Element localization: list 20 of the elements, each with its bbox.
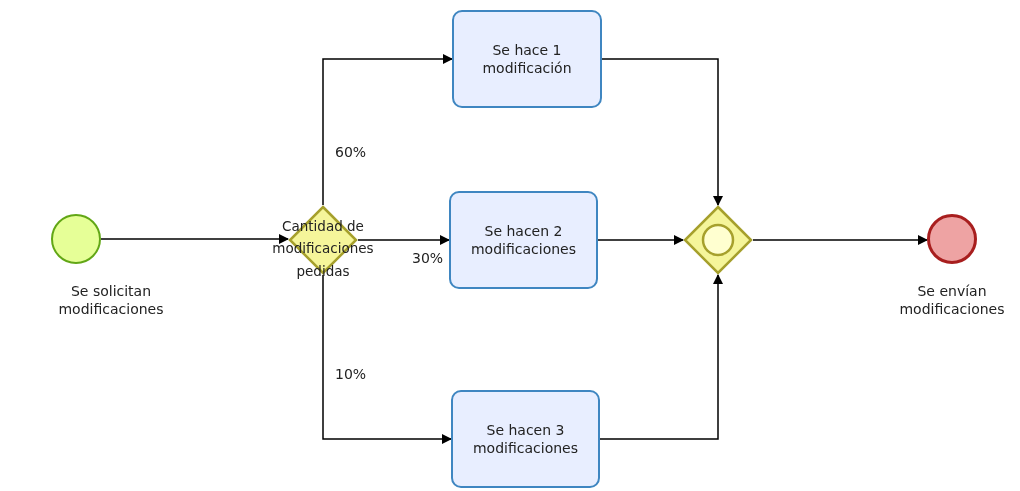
gateway-diamond (683, 205, 753, 275)
edge-label: 10% (333, 366, 369, 382)
sequence-arrow (752, 235, 928, 245)
gateway-label: Cantidad de modificaciones pedidas (271, 217, 375, 281)
sequence-arrow (601, 58, 723, 206)
start-event-circle (51, 214, 101, 264)
sequence-arrow (599, 274, 723, 440)
sequence-arrow (100, 234, 289, 244)
task-box: Se hacen 3 modificaciones (451, 390, 600, 488)
sequence-arrow (322, 54, 453, 206)
event-label: Se solicitan modificaciones (57, 282, 165, 319)
event-label: Se envían modificaciones (898, 282, 1006, 319)
task-box: Se hacen 2 modificaciones (449, 191, 598, 289)
sequence-arrow (357, 235, 450, 245)
sequence-arrow (597, 235, 684, 245)
task-box: Se hace 1 modificación (452, 10, 602, 108)
edge-label: 60% (333, 144, 369, 160)
edge-label: 30% (410, 250, 446, 266)
end-event-circle (927, 214, 977, 264)
sequence-arrow (322, 274, 452, 444)
